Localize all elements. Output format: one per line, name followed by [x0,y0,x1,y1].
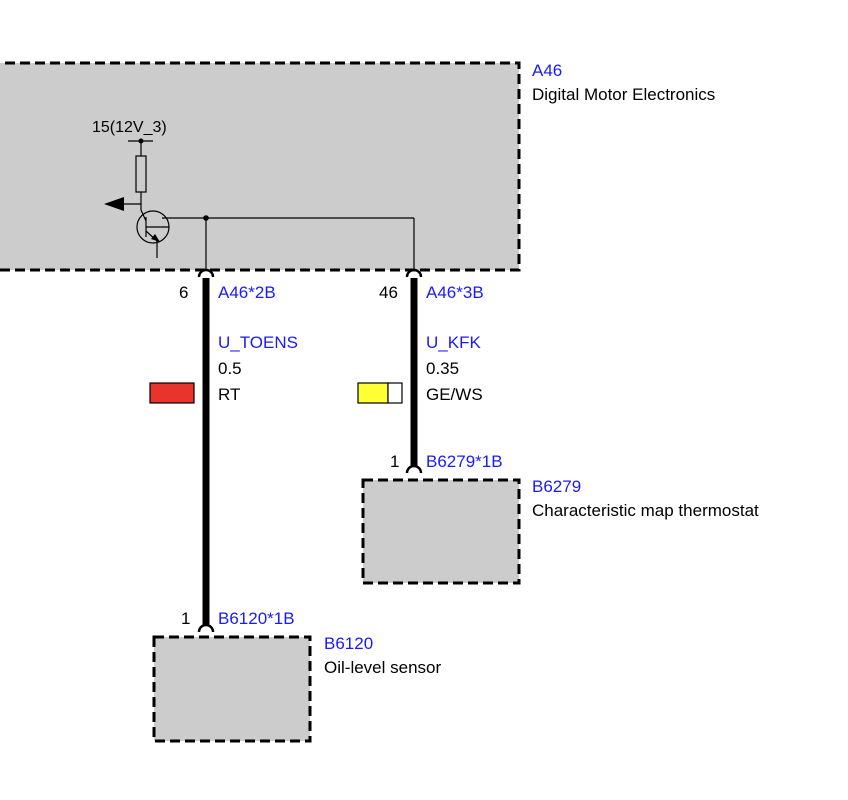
connector-top-label: A46*2B [218,283,276,302]
thermostat-name: Characteristic map thermostat [532,501,759,520]
thermostat-id: B6279 [532,477,581,496]
sensor-box[interactable] [152,635,312,743]
sensor-id: B6120 [324,634,373,653]
wire-color-code: GE/WS [426,385,483,404]
sensor-name: Oil-level sensor [324,658,441,677]
pin-bottom-label: 1 [181,609,190,628]
wire-u-kfk[interactable] [405,268,423,474]
thermostat-box[interactable] [361,478,521,585]
signal-name: U_TOENS [218,333,298,352]
supply-label: 15(12V_3) [92,119,167,136]
connector-bottom-label: B6279*1B [426,452,503,471]
wire-color-code: RT [218,385,240,404]
wire-u-toens[interactable] [197,268,215,633]
ecu-internal-circuit: 15(12V_3) [92,119,415,270]
ecu-box[interactable] [0,61,521,272]
output-arrow-icon [104,197,124,211]
pin-bottom-label: 1 [390,452,399,471]
connector-bottom-label: B6120*1B [218,609,295,628]
wire-cross-section: 0.35 [426,359,459,378]
ecu-name: Digital Motor Electronics [532,85,715,104]
wire-cross-section: 0.5 [218,359,242,378]
wire-color-swatch [149,382,195,404]
connector-top-label: A46*3B [426,283,484,302]
signal-name: U_KFK [426,333,481,352]
wire-color-swatch [357,382,403,404]
pin-top-label: 46 [379,283,398,302]
ecu-id: A46 [532,61,562,80]
pin-top-label: 6 [179,283,188,302]
